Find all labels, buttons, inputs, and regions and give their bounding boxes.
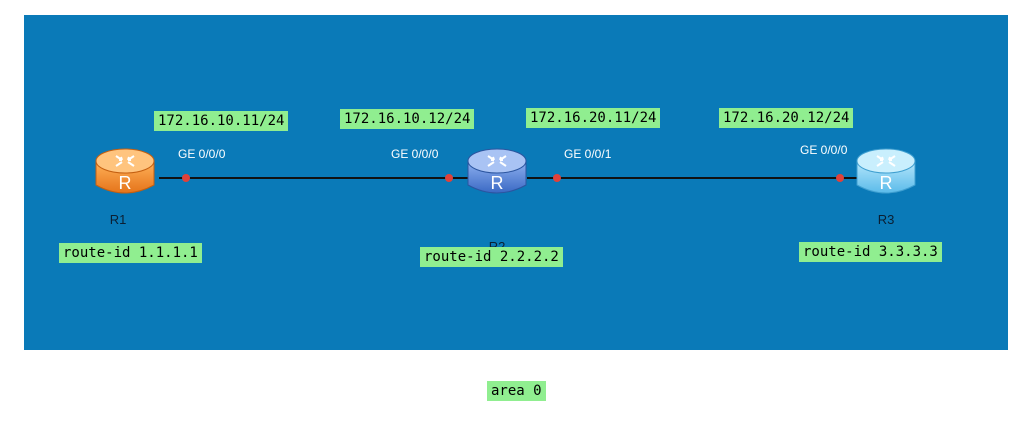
svg-text:R: R bbox=[119, 173, 132, 193]
port-dot-r1-ge000[interactable] bbox=[182, 174, 190, 182]
svg-text:R: R bbox=[880, 173, 893, 193]
router-icon: R bbox=[856, 148, 916, 194]
router-name-r1: R1 bbox=[109, 212, 127, 227]
port-dot-r3-ge000[interactable] bbox=[836, 174, 844, 182]
router-icon: R bbox=[467, 148, 527, 194]
port-label-r2-ge000: GE 0/0/0 bbox=[391, 147, 439, 161]
route-id-label-r2: route-id 2.2.2.2 bbox=[420, 247, 563, 267]
links-layer bbox=[159, 177, 859, 179]
router-r1[interactable]: R bbox=[94, 145, 156, 201]
ip-label-r3-ge000: 172.16.20.12/24 bbox=[719, 108, 854, 128]
area-label: area 0 bbox=[487, 381, 546, 401]
router-r3[interactable]: R bbox=[855, 145, 917, 201]
route-id-label-r3: route-id 3.3.3.3 bbox=[799, 242, 942, 262]
port-dot-r2-ge001[interactable] bbox=[553, 174, 561, 182]
router-r2[interactable]: R bbox=[466, 145, 528, 201]
port-label-r2-ge001: GE 0/0/1 bbox=[564, 147, 612, 161]
ip-label-r1-ge000: 172.16.10.11/24 bbox=[154, 111, 289, 131]
port-label-r3-ge000: GE 0/0/0 bbox=[800, 143, 848, 157]
router-icon: R bbox=[95, 148, 155, 194]
topology-canvas: R R1 R R2 bbox=[24, 15, 1008, 350]
ip-label-r2-ge000: 172.16.10.12/24 bbox=[340, 109, 475, 129]
port-dot-r2-ge000[interactable] bbox=[445, 174, 453, 182]
port-label-r1-ge000: GE 0/0/0 bbox=[178, 147, 226, 161]
route-id-label-r1: route-id 1.1.1.1 bbox=[59, 243, 202, 263]
svg-text:R: R bbox=[491, 173, 504, 193]
ip-label-r2-ge001: 172.16.20.11/24 bbox=[526, 108, 661, 128]
router-name-r3: R3 bbox=[877, 212, 895, 227]
